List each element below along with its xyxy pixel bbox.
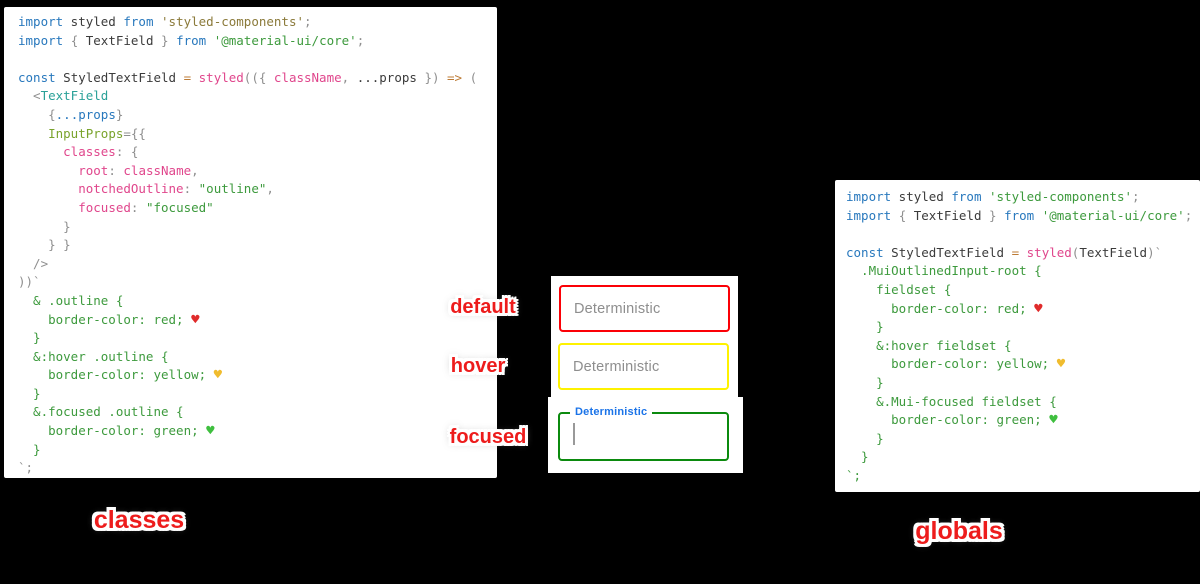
annotation-globals: globals: [915, 517, 1003, 545]
code-line: `;: [18, 460, 34, 476]
code-line: }: [846, 430, 884, 446]
code-line: ))`: [18, 274, 41, 290]
code-line: const StyledTextField = styled(({ classN…: [18, 69, 478, 85]
code-line: border-color: red; ♥: [18, 311, 200, 328]
code-line: .MuiOutlinedInput-root {: [846, 263, 1042, 279]
code-line: classes: {: [63, 144, 139, 160]
code-line: }: [846, 374, 884, 390]
code-line: import { TextField } from '@material-ui/…: [18, 32, 365, 48]
textfield-default[interactable]: Deterministic: [559, 285, 730, 332]
textfield-default-placeholder: Deterministic: [574, 300, 661, 317]
code-line: import { TextField } from '@material-ui/…: [846, 207, 1193, 223]
text-cursor: [573, 423, 575, 445]
code-line: border-color: yellow; ♥: [846, 356, 1066, 373]
code-line: border-color: green; ♥: [18, 423, 215, 440]
code-line: }: [18, 385, 41, 401]
code-line: border-color: yellow; ♥: [18, 367, 223, 384]
annotation-default: default: [450, 296, 516, 318]
code-line: />: [18, 255, 49, 271]
annotation-classes: classes: [93, 506, 185, 534]
code-line: &.focused .outline {: [18, 404, 184, 420]
code-line: }: [18, 441, 41, 457]
code-line: }: [846, 319, 884, 335]
textfield-hover[interactable]: Deterministic: [558, 343, 729, 390]
code-line: fieldset {: [846, 281, 952, 297]
textfield-focused[interactable]: Deterministic: [558, 406, 729, 461]
code-line: & .outline {: [18, 292, 124, 308]
code-line: &:hover .outline {: [18, 348, 169, 364]
code-line: border-color: green; ♥: [846, 412, 1058, 429]
code-line: focused: "focused": [78, 199, 214, 215]
textfield-focused-floating-label: Deterministic: [570, 406, 653, 418]
code-line: [846, 225, 1200, 244]
code-line: }: [18, 218, 71, 234]
code-line: &:hover fieldset {: [846, 337, 1012, 353]
code-line: const StyledTextField = styled(TextField…: [846, 244, 1163, 260]
code-line: notchedOutline: "outline",: [78, 181, 274, 197]
code-line: {...props}: [18, 106, 124, 122]
annotation-focused: focused: [449, 426, 527, 448]
code-line: <TextField: [18, 88, 109, 104]
code-panel-globals: import styled from 'styled-components'; i…: [835, 180, 1200, 492]
annotation-hover: hover: [450, 355, 506, 377]
textfield-hover-placeholder: Deterministic: [573, 358, 660, 375]
code-line: import styled from 'styled-components';: [846, 189, 1140, 204]
code-line: border-color: red; ♥: [846, 300, 1043, 317]
code-line: import styled from 'styled-components';: [18, 14, 312, 29]
code-line: }: [18, 330, 41, 346]
code-line: }: [846, 449, 869, 465]
code-line: root: className,: [78, 162, 199, 178]
code-line: &.Mui-focused fieldset {: [846, 393, 1057, 409]
code-line: } }: [18, 237, 71, 253]
code-panel-classes: import styled from 'styled-components'; i…: [4, 7, 497, 478]
code-line: InputProps={{: [48, 125, 146, 141]
code-line: `;: [846, 467, 862, 483]
code-line: [18, 50, 497, 69]
